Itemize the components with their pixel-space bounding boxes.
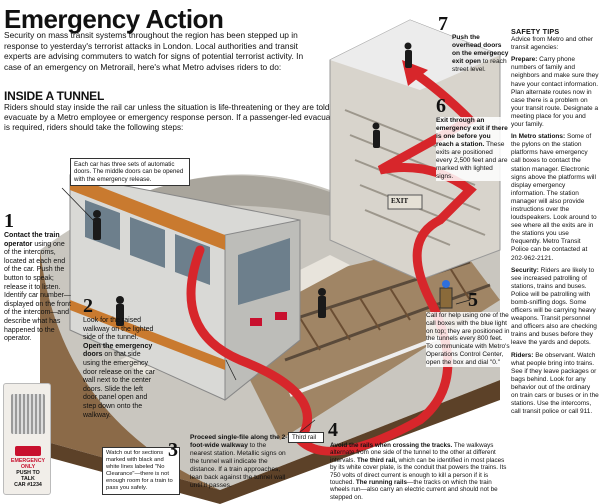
intercom-line4: TALK xyxy=(21,476,35,482)
tip-label: Riders: xyxy=(511,351,534,359)
safety-tips-sidebar: SAFETY TIPS Advice from Metro and other … xyxy=(511,27,599,417)
page-title: Emergency Action xyxy=(4,4,224,34)
step-4-heading: Avoid the rails when crossing the tracks… xyxy=(330,442,453,449)
step-6-text: Exit through an emergency exit if there … xyxy=(436,117,508,181)
step-4-running-rails-heading: The running rails xyxy=(355,479,408,487)
step-2-intro: Look for the raised walkway on the light… xyxy=(83,317,154,342)
step-5-text: Call for help using one of the call boxe… xyxy=(426,312,510,367)
tip-text: Riders are likely to see increased patro… xyxy=(511,266,597,347)
intercom-speaker-icon xyxy=(11,394,45,434)
step-2-text: Look for the raised walkway on the light… xyxy=(83,317,155,420)
rider-silhouette xyxy=(318,288,326,296)
intercom-line2: ONLY xyxy=(20,464,36,470)
step-1-body: using one of the intercoms, located at e… xyxy=(4,240,71,343)
tip-label: Security: xyxy=(511,266,539,274)
step-4-text: Avoid the rails when crossing the tracks… xyxy=(330,442,510,501)
rider-silhouette xyxy=(93,210,101,218)
tip-text: Carry phone numbers of family and neighb… xyxy=(511,56,599,129)
step-2-heading: Open the emergency doors xyxy=(83,342,153,359)
third-rail-label: Third rail xyxy=(288,432,324,444)
step-4-third-rail-heading: The third rail, xyxy=(356,456,397,464)
intercom-panel: EMERGENCY ONLY PUSH TO TALK CAR #1234 xyxy=(3,383,51,495)
step-4-number: 4 xyxy=(328,419,338,441)
rider-silhouette xyxy=(404,42,412,50)
step-1-heading: Contact the train operator xyxy=(4,232,60,248)
intercom-line1: EMERGENCY xyxy=(10,458,46,464)
step-3-number: 3 xyxy=(168,439,178,461)
tip-text: Be observant. Watch what people bring in… xyxy=(511,351,599,416)
step-5-number: 5 xyxy=(468,289,478,311)
call-box xyxy=(439,287,453,309)
step-2-body: on that side using the emergency door re… xyxy=(83,351,155,419)
step-3-text: Proceed single-file along the 2-foot-wid… xyxy=(190,434,290,490)
exit-sign-label: EXIT xyxy=(391,197,409,205)
step-4-third-rail-body: which can be identified in most places b… xyxy=(330,456,507,487)
step-1-number: 1 xyxy=(4,210,14,232)
sidebar-tip: Prepare: Carry phone numbers of family a… xyxy=(511,56,599,129)
step-7-text: Push the overhead doors on the emergency… xyxy=(452,34,510,74)
tip-text: Some of the pylons on the station platfo… xyxy=(511,133,597,262)
intercom-label: EMERGENCY ONLY PUSH TO TALK CAR #1234 xyxy=(5,458,51,488)
step-7-body: to reach street level. xyxy=(452,58,507,73)
sidebar-tip: Riders: Be observant. Watch what people … xyxy=(511,352,599,417)
train-stripe xyxy=(70,175,225,250)
tunnel-intro-text: Riders should stay inside the rail car u… xyxy=(4,103,344,133)
step-3-heading: Proceed single-file along the 2-foot-wid… xyxy=(190,434,288,449)
rider-silhouette xyxy=(372,122,380,130)
sidebar-tip: Security: Riders are likely to see incre… xyxy=(511,267,599,348)
evacuation-arrow-path xyxy=(186,65,478,456)
step-4-body: The walkways alternate from one side of … xyxy=(330,442,496,464)
step-4-running-rails-body: —the tracks on which the train wheels ru… xyxy=(330,479,498,501)
doors-callout: Each car has three sets of automatic doo… xyxy=(70,158,190,187)
step-7-number: 7 xyxy=(438,13,448,35)
step-3-body: to the nearest station. Metallic signs o… xyxy=(190,442,286,489)
intercom-line5: CAR #1234 xyxy=(14,482,42,488)
section-heading: INSIDE A TUNNEL xyxy=(4,89,105,103)
step-6-number: 6 xyxy=(436,95,446,117)
rider-silhouette xyxy=(116,296,124,304)
intercom-line3: PUSH TO xyxy=(16,470,40,476)
sidebar-subtitle: Advice from Metro and other transit agen… xyxy=(511,36,594,52)
call-box-blue-light xyxy=(442,280,450,288)
no-clearance-callout: Watch out for sections marked with black… xyxy=(102,447,180,495)
step-2-number: 2 xyxy=(83,295,93,317)
tip-label: In Metro stations: xyxy=(511,133,566,141)
exit-sign xyxy=(387,194,423,210)
sidebar-tip: In Metro stations: Some of the pylons on… xyxy=(511,133,599,263)
step-6-heading: Exit through an emergency exit if there … xyxy=(436,117,508,148)
intercom-talk-button[interactable] xyxy=(15,446,41,456)
tip-label: Prepare: xyxy=(511,56,538,64)
sidebar-title: SAFETY TIPS xyxy=(511,27,560,36)
step-1-text: Contact the train operator using one of … xyxy=(4,232,72,344)
intro-text: Security on mass transit systems through… xyxy=(4,30,304,72)
step-7-heading: Push the overhead doors on the emergency… xyxy=(452,34,509,65)
step-6-body: These exits are positioned every 2,500 f… xyxy=(436,141,508,180)
